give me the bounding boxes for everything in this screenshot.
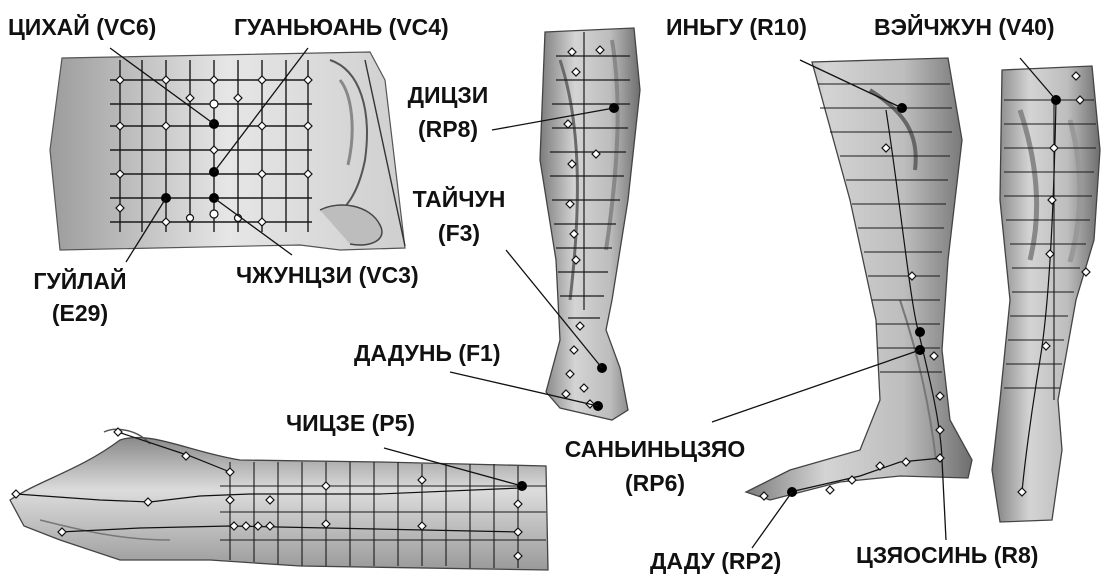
arm-illustration [10,428,548,570]
label-dadun: ДАДУНЬ (F1) [354,340,501,367]
label-sanyinjiao-name: САНЬИНЬЦЗЯО [540,436,770,463]
posterior-leg-illustration [992,58,1100,522]
label-guilai-name: ГУЙЛАЙ [10,268,150,295]
label-diji-code: (RP8) [398,116,498,143]
abdomen-illustration [50,48,405,262]
label-weizhong: ВЭЙЧЖУН (V40) [874,14,1055,41]
label-diji-name: ДИЦЗИ [398,82,498,109]
label-cihai: ЦИХАЙ (VC6) [8,14,156,41]
label-dadu: ДАДУ (RP2) [650,548,781,575]
label-chize: ЧИЦЗЕ (P5) [286,410,415,437]
label-guilai-code: (E29) [10,300,150,327]
label-sanyinjiao-code: (RP6) [540,470,770,497]
label-guanyuan: ГУАНЬЮАНЬ (VC4) [234,14,449,41]
label-yingu: ИНЬГУ (R10) [666,14,807,41]
label-taichong-code: (F3) [404,220,514,247]
label-zhongji: ЧЖУНЦЗИ (VC3) [236,262,419,289]
label-taichong-name: ТАЙЧУН [404,186,514,213]
label-jiaoxin: ЦЗЯОСИНЬ (R8) [856,542,1038,569]
